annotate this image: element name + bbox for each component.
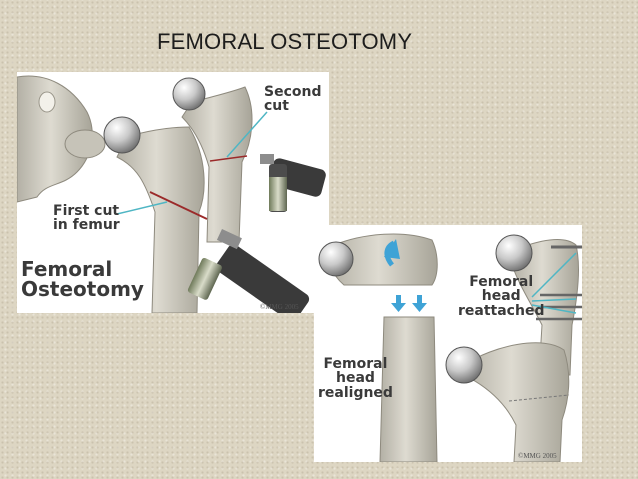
label-second-cut: Second cut <box>264 84 322 115</box>
copyright-right: ©MMG 2005 <box>518 452 557 460</box>
pointers-reattached <box>531 252 577 314</box>
label-first-cut: First cut in femur <box>53 203 120 234</box>
saw-bottom <box>187 229 310 313</box>
down-arrows <box>391 295 427 312</box>
label-head-realigned: Femoral head realigned <box>318 356 393 401</box>
copyright-left: ©MMG 2005 <box>260 303 299 311</box>
femoral-head-realignment-illustration <box>318 233 582 462</box>
femur-shaft <box>379 316 438 462</box>
label-femoral-osteotomy: Femoral Osteotomy <box>21 257 144 302</box>
realigned-femur <box>445 342 570 462</box>
rotation-arrowhead <box>384 239 400 259</box>
saw-top <box>260 154 326 212</box>
pointer-first-cut <box>116 201 168 215</box>
figure-femoral-osteotomy-cuts: Second cut First cut in femur Femoral Os… <box>17 72 329 313</box>
rotation-arrow <box>384 240 396 267</box>
pointer-second-cut <box>226 111 268 158</box>
slide-title: FEMORAL OSTEOTOMY <box>157 29 413 54</box>
femur-front <box>103 116 208 313</box>
pelvis-shape <box>17 75 106 203</box>
label-head-reattached: Femoral head reattached <box>458 274 545 319</box>
detached-femoral-head <box>318 233 438 286</box>
femur-back <box>172 77 253 243</box>
figure-femoral-head-realignment: Femoral head reattached Femoral head rea… <box>314 225 582 462</box>
femur-cuts-illustration <box>17 75 326 313</box>
